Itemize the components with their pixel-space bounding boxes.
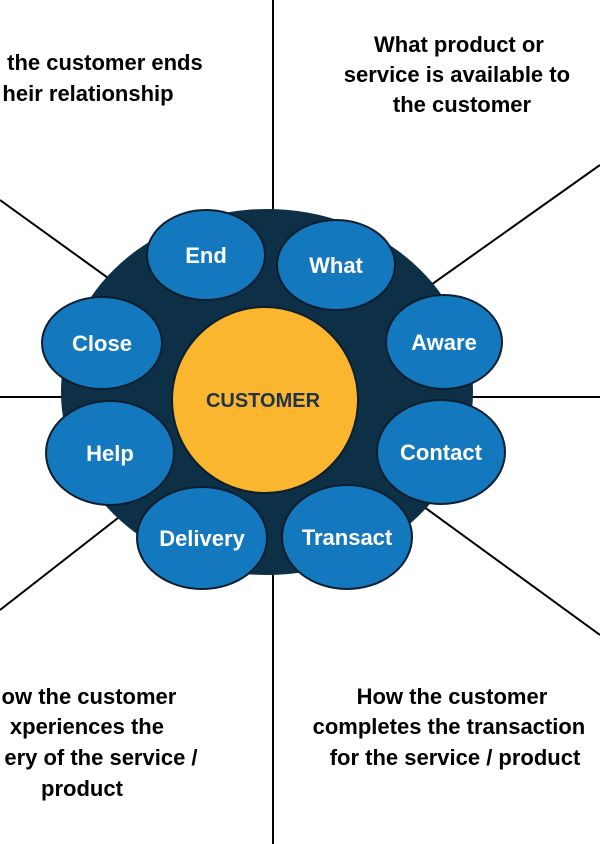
oval-help-label: Help (86, 441, 134, 466)
oval-transact-shape (281, 484, 413, 590)
description-what-line-1: What product or (374, 32, 544, 57)
oval-contact-shape (376, 399, 506, 505)
oval-aware-label: Aware (411, 330, 477, 355)
description-transact-line-2: completes the transaction (313, 714, 586, 739)
description-delivery-line-4: product (41, 776, 124, 801)
center-circle (171, 306, 359, 494)
oval-transact-label: Transact (302, 525, 393, 550)
oval-close-label: Close (72, 331, 132, 356)
stage-oval-aware: Aware (385, 294, 503, 390)
oval-delivery-label: Delivery (159, 526, 245, 551)
description-delivery-line-2: xperiences the (10, 714, 164, 739)
description-end-line-2: heir relationship (2, 81, 173, 106)
description-end: the customer ends heir relationship (2, 50, 208, 106)
oval-end-label: End (185, 243, 227, 268)
stage-oval-transact: Transact (281, 484, 413, 590)
oval-help-shape (45, 400, 175, 506)
stage-oval-contact: Contact (376, 399, 506, 505)
oval-close-shape (41, 296, 163, 390)
description-transact-line-3: for the service / product (330, 745, 581, 770)
stage-oval-close: Close (41, 296, 163, 390)
description-what-line-3: the customer (393, 92, 532, 117)
description-what-line-2: service is available to (344, 62, 570, 87)
oval-what-label: What (309, 253, 363, 278)
oval-aware-shape (385, 294, 503, 390)
stage-oval-end: End (146, 209, 266, 301)
description-transact: How the customer completes the transacti… (313, 684, 592, 770)
description-end-line-1: the customer ends (7, 50, 203, 75)
description-delivery-line-3: ery of the service / (4, 745, 197, 770)
center-label: CUSTOMER (206, 390, 321, 412)
stage-oval-help: Help (45, 400, 175, 506)
center-customer: CUSTOMER (171, 306, 359, 494)
oval-what-shape (276, 219, 396, 311)
oval-contact-label: Contact (400, 440, 483, 465)
stage-oval-delivery: Delivery (136, 486, 268, 590)
description-delivery-line-1: ow the customer (2, 684, 177, 709)
description-transact-line-1: How the customer (357, 684, 548, 709)
oval-delivery-shape (136, 486, 268, 590)
stage-oval-what: What (276, 219, 396, 311)
description-delivery: ow the customer xperiences the ery of th… (2, 684, 204, 801)
oval-end-shape (146, 209, 266, 301)
description-what: What product or service is available to … (344, 32, 576, 117)
